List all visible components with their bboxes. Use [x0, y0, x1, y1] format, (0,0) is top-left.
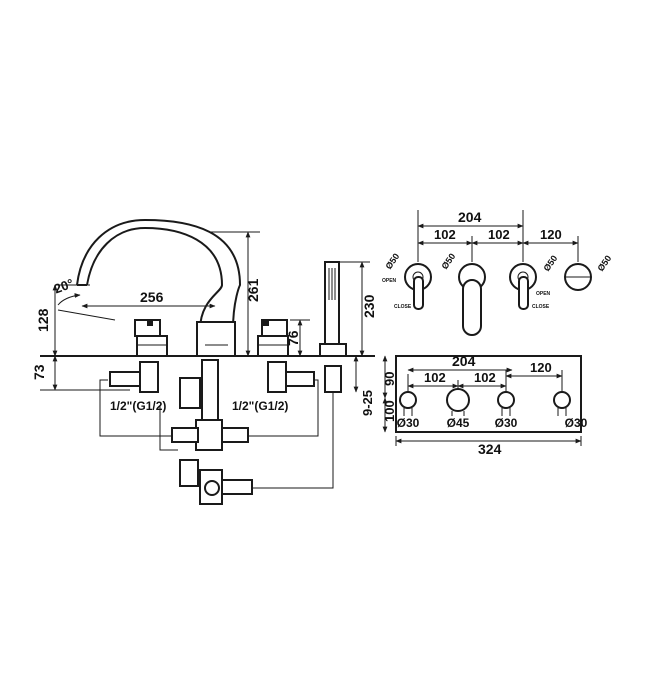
- dim-spout-height: 261: [245, 278, 261, 302]
- hole-label-2: Ø45: [447, 416, 470, 430]
- cutout-shower-span: 120: [530, 360, 552, 375]
- dia-label-2: Ø50: [439, 251, 457, 271]
- left-handle: [134, 319, 168, 357]
- right-handle: [257, 319, 289, 357]
- cutout-height-b: 100: [382, 400, 397, 422]
- plan-spout: Ø50: [439, 251, 486, 336]
- hose-left: [99, 379, 172, 437]
- dim-spout-drop: 128: [35, 308, 51, 332]
- dia-label-4: Ø50: [595, 253, 613, 273]
- hole-label-4: Ø30: [565, 416, 588, 430]
- hole-label-1: Ø30: [397, 416, 420, 430]
- dim-hand-shower-height: 230: [361, 294, 377, 318]
- cutout-hole-2: Ø45: [446, 388, 470, 430]
- plan-shower: Ø50: [564, 253, 613, 291]
- dim-angle: 20°: [52, 276, 76, 297]
- hole-label-3: Ø30: [495, 416, 518, 430]
- cutout-right-span: 102: [474, 370, 496, 385]
- cutout-view: 204 102 102 120 90 100 Ø30 Ø45: [382, 353, 588, 457]
- open-label-left: OPEN: [382, 278, 397, 284]
- cutout-overall: 204: [452, 353, 476, 369]
- cutout-hole-1: Ø30: [397, 391, 420, 430]
- dia-label-3: Ø50: [541, 253, 559, 273]
- cutout-hole-4: Ø30: [553, 391, 588, 430]
- cutout-hole-3: Ø30: [495, 391, 518, 430]
- front-elevation: 20° 256 261 128 76 230 73 9-25 1/2"(G1/2…: [31, 218, 377, 505]
- close-label-left: CLOSE: [394, 304, 412, 310]
- dim-spout-reach: 256: [140, 289, 164, 305]
- spout-body: [196, 321, 236, 357]
- dim-deck-thickness: 9-25: [360, 390, 375, 416]
- hose-right: [248, 379, 319, 437]
- plan-handle-right: OPEN CLOSE Ø50: [509, 253, 559, 310]
- cutout-outline: [395, 355, 582, 433]
- hand-shower: [319, 261, 347, 357]
- hose-shower: [252, 392, 334, 489]
- cutout-height-a: 90: [382, 372, 397, 386]
- plan-left-span: 102: [434, 227, 456, 242]
- inlet-label-right: 1/2"(G1/2): [232, 399, 288, 413]
- dim-handle-height: 76: [285, 330, 301, 346]
- cutout-total-width: 324: [478, 441, 502, 457]
- close-label-right: CLOSE: [532, 304, 550, 310]
- cutout-left-span: 102: [424, 370, 446, 385]
- open-label-right: OPEN: [536, 291, 551, 297]
- plan-handle-left: OPEN CLOSE Ø50: [382, 251, 432, 310]
- plan-right-span: 102: [488, 227, 510, 242]
- dim-deck-height: 73: [31, 364, 47, 380]
- spout: [76, 218, 242, 357]
- dia-label-1: Ø50: [383, 251, 401, 271]
- plan-shower-span: 120: [540, 227, 562, 242]
- plan-view-top: 204 102 102 120 OPEN CLOSE Ø50 Ø50 OPEN: [382, 209, 613, 336]
- inlet-label-left: 1/2"(G1/2): [110, 399, 166, 413]
- inlet-connectors: [109, 359, 342, 505]
- plan-overall: 204: [458, 209, 482, 225]
